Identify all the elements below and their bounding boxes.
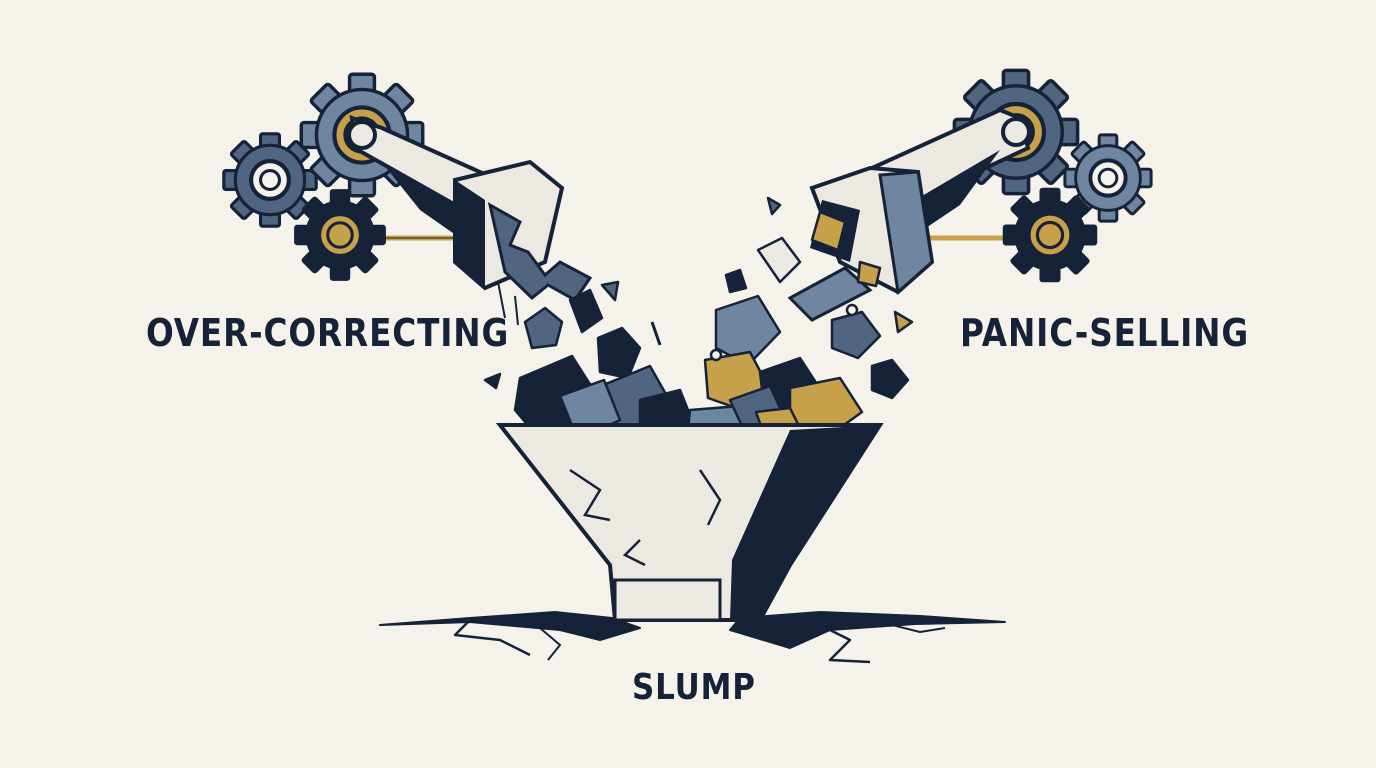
- gear-icon: [294, 189, 386, 281]
- label-panic-selling: PANIC-SELLING: [960, 311, 1250, 355]
- gear-icon: [1063, 133, 1153, 223]
- funnel-icon: [495, 423, 884, 622]
- robotic-arm-icon: [347, 115, 593, 302]
- gear-icon: [1002, 187, 1098, 283]
- label-slump: SLUMP: [632, 667, 756, 708]
- label-over-correcting: OVER-CORRECTING: [146, 311, 510, 355]
- gear-icon: [222, 132, 318, 228]
- left-mechanism: [222, 72, 593, 302]
- right-mechanism: [787, 68, 1153, 322]
- ground-crack-icon: [379, 611, 1006, 664]
